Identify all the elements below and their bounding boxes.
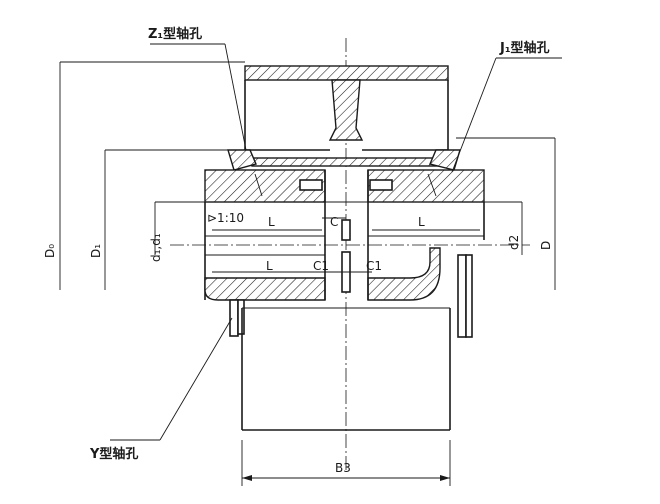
z1-bore-label: Z₁型轴孔: [148, 26, 202, 42]
l-top-left-dimension: L: [268, 215, 275, 229]
c1-left-dimension: C1: [313, 259, 329, 273]
shaft-sleeve: [241, 307, 451, 431]
c1-right-dimension: C1: [366, 259, 382, 273]
fastening-pins: [229, 254, 473, 338]
brake-drum: [227, 65, 461, 171]
d1-bore-dimension: d₁,d₁: [149, 233, 163, 262]
b3-dimension: B3: [335, 461, 351, 475]
leader-lines: [110, 43, 562, 441]
taper-label: ⊳1:10: [207, 211, 244, 225]
dimension-lines: [59, 61, 556, 486]
y-bore-label: Y型轴孔: [89, 446, 138, 462]
l-top-right-dimension: L: [418, 215, 425, 229]
hub-body: [204, 169, 485, 301]
d1-dimension: D₁: [89, 244, 103, 258]
d0-dimension: D₀: [43, 244, 57, 258]
d-dimension: D: [539, 241, 553, 250]
j1-bore-label: J₁型轴孔: [499, 40, 550, 56]
l-bottom-dimension: L: [266, 259, 273, 273]
c-dimension: C: [330, 215, 338, 229]
d2-dimension: d2: [507, 235, 521, 250]
